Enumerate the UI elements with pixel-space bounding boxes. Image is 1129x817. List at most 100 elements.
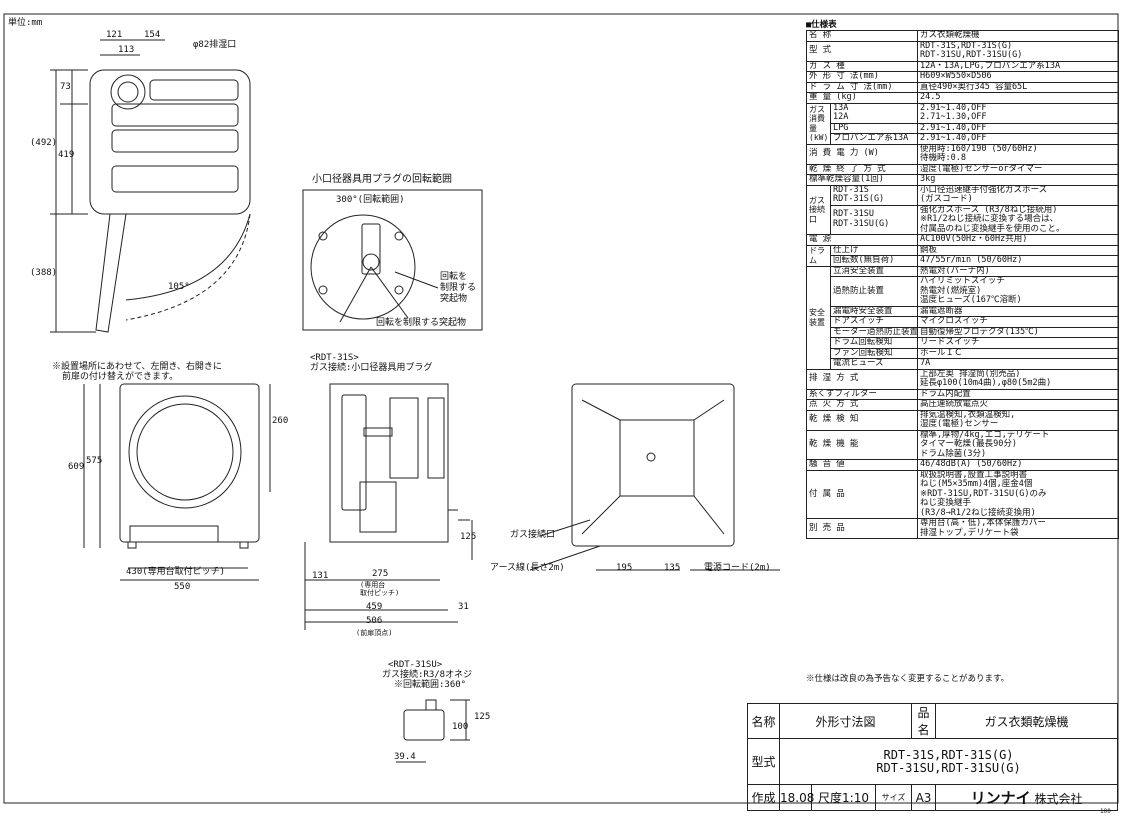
spec-value: ハイリミットスイッチ 熱電対(燃焼室) 温度ヒューズ(167℃溶断) bbox=[917, 276, 1119, 307]
su-caption-3: ※回転範囲:360° bbox=[394, 680, 467, 690]
dim-135: 135 bbox=[664, 563, 681, 573]
spec-value: 上部左奥 排湿筒(別売品) 延長φ100(10m4曲),φ80(5m2曲) bbox=[917, 368, 1119, 390]
units-label: 単位:mm bbox=[8, 18, 43, 28]
spec-row: 外 形 寸 法(mm)H609×W550×D506 bbox=[806, 71, 1119, 83]
spec-row: 標準乾燥容量(1回)3kg bbox=[806, 174, 1119, 186]
plug-label-a-1: 回転を bbox=[440, 272, 468, 282]
spec-value: 2.91~1.40,OFF bbox=[917, 122, 1119, 134]
spec-key: 標準乾燥容量(1回) bbox=[806, 174, 918, 186]
dim-31: 31 bbox=[458, 602, 469, 612]
spec-value: 小口径迅速継手付強化ガスホース (ガスコード) bbox=[917, 184, 1119, 206]
spec-key: 型 式 bbox=[806, 40, 918, 62]
spec-row: 乾 燥 終 了 方 式湿度(電極)センサーorタイマー bbox=[806, 163, 1119, 175]
spec-key: 重 量 (kg) bbox=[806, 92, 918, 104]
plug-box bbox=[302, 189, 483, 331]
spec-row: 回転数(無負荷)47/55r/min (50/60Hz) bbox=[807, 255, 1119, 267]
spec-key: 乾 燥 機 能 bbox=[806, 429, 918, 460]
front-view-body bbox=[89, 69, 251, 215]
spec-row: ド ラ ム 寸 法(mm)直径490×奥行345 容量65L bbox=[806, 81, 1119, 93]
tb-scale-label: 尺度 bbox=[818, 791, 843, 805]
spec-row: RDT-31SU RDT-31SU(G)強化ガスホース (R3/8ねじ接続用) … bbox=[807, 204, 1119, 235]
dim-575: 575 bbox=[86, 456, 103, 466]
spec-value: ガス衣類乾燥機 bbox=[917, 30, 1119, 42]
dim-550: 550 bbox=[174, 582, 191, 592]
spec-row: 点 火 方 式高圧連続放電点火 bbox=[806, 399, 1119, 411]
spec-value: 標準,厚物/4kg,エコ,デリケート タイマー乾燥(最長90分) ドラム除菌(3… bbox=[917, 429, 1119, 460]
spec-subkey: 立消安全装置 bbox=[830, 265, 918, 277]
dim-492: (492) bbox=[30, 138, 58, 148]
spec-row: 名 称ガス衣類乾燥機 bbox=[806, 30, 1119, 42]
spec-value: 12A・13A,LPG,プロパンエア系13A bbox=[917, 60, 1119, 72]
power-cord-label: 電源コード(2m) bbox=[704, 563, 771, 573]
dim-113: 113 bbox=[118, 45, 135, 55]
dim-609: 609 bbox=[68, 462, 85, 472]
su-caption-1: <RDT-31SU> bbox=[388, 660, 443, 670]
spec-subkey: RDT-31SU RDT-31SU(G) bbox=[830, 204, 918, 235]
spec-value: 強化ガスホース (R3/8ねじ接続用) ※R1/2ねじ接続に変換する場合は、 付… bbox=[917, 204, 1119, 235]
spec-value: 直径490×奥行345 容量65L bbox=[917, 81, 1119, 93]
dim-419: 419 bbox=[58, 150, 75, 160]
plug-label-b: 回転を制限する突起物 bbox=[376, 318, 467, 328]
corner-mark: 100 bbox=[1100, 808, 1111, 815]
spec-key: 外 形 寸 法(mm) bbox=[806, 71, 918, 83]
spec-row: ドラム仕上げ鋼板 bbox=[806, 244, 1119, 267]
tb-size-value: A3 bbox=[911, 784, 937, 811]
spec-value: 3kg bbox=[917, 174, 1119, 186]
spec-row: ドアスイッチマイクロスイッチ bbox=[807, 316, 1119, 328]
spec-value: 専用台(高・低),本体保護カバー 排湿トップ,デリケート袋 bbox=[917, 518, 1119, 539]
spec-row: 排 湿 方 式上部左奥 排湿筒(別売品) 延長φ100(10m4曲),φ80(5… bbox=[806, 368, 1119, 390]
spec-row: 糸くずフィルタードラム内配置 bbox=[806, 388, 1119, 400]
spec-value: リードスイッチ bbox=[917, 337, 1119, 349]
install-note-1: ※設置場所にあわせて、左開き、右開きに bbox=[52, 362, 222, 372]
dim-388: (388) bbox=[30, 268, 58, 278]
dim-154: 154 bbox=[144, 30, 161, 40]
dim-121: 121 bbox=[106, 30, 123, 40]
spec-row: 消 費 電 力 (W)使用時:160/190 (50/60Hz) 待機時:0.8 bbox=[806, 143, 1119, 165]
spec-row: 安全装置立消安全装置熱電対(バーナ内) bbox=[806, 265, 1119, 370]
spec-row: モーター過熱防止装置自動復帰型プロテクタ(135℃) bbox=[807, 326, 1119, 338]
spec-value: 鋼板 bbox=[917, 244, 1119, 256]
dim-506: 506 bbox=[366, 616, 383, 626]
spec-subkey: 13A 12A bbox=[830, 102, 918, 124]
tb-size-label: サイズ bbox=[874, 784, 913, 811]
spec-value: H609×W550×D506 bbox=[917, 71, 1119, 83]
spec-row: 過熱防止装置ハイリミットスイッチ 熱電対(燃焼室) 温度ヒューズ(167℃溶断) bbox=[807, 276, 1119, 307]
spec-key: 乾 燥 終 了 方 式 bbox=[806, 163, 918, 175]
spec-row: 別 売 品専用台(高・低),本体保護カバー 排湿トップ,デリケート袋 bbox=[806, 518, 1119, 539]
dim-275-note-2: 取付ピッチ) bbox=[360, 589, 400, 597]
brand-logo: リンナイ bbox=[970, 789, 1031, 807]
su-detail bbox=[403, 709, 445, 741]
spec-value: 47/55r/min (50/60Hz) bbox=[917, 255, 1119, 267]
gas-connection-label: ガス接続口 bbox=[806, 184, 831, 235]
spec-value: 取扱説明書,設置工事説明書 ねじ(M5×35mm)4個,座金4個 ※RDT-31… bbox=[917, 469, 1119, 519]
tb-scale-value: 1:10 bbox=[842, 791, 869, 805]
dim-430: 430(専用台取付ピッチ) bbox=[126, 567, 226, 577]
dim-459: 459 bbox=[366, 602, 383, 612]
tb-model-value: RDT-31S,RDT-31S(G) RDT-31SU,RDT-31SU(G) bbox=[778, 738, 1119, 785]
spec-key: ド ラ ム 寸 法(mm) bbox=[806, 81, 918, 93]
plug-range: 300°(回転範囲) bbox=[336, 195, 405, 205]
dim-275-note-1: (専用台 bbox=[360, 581, 386, 589]
spec-subkey: モーター過熱防止装置 bbox=[830, 326, 918, 338]
spec-subkey: 漏電時安全装置 bbox=[830, 305, 918, 317]
side-view bbox=[329, 383, 449, 543]
spec-value: 高圧連続放電点火 bbox=[917, 399, 1119, 411]
side-caption-2: ガス接続:小口径器具用プラグ bbox=[310, 363, 433, 373]
plug-label-a-2: 制限する bbox=[440, 283, 477, 293]
spec-note: ※仕様は改良の為予告なく変更することがあります。 bbox=[806, 674, 1010, 684]
dim-195: 195 bbox=[616, 563, 633, 573]
tb-made-value: 18.08 bbox=[779, 784, 814, 811]
tb-name-label: 名称 bbox=[747, 703, 780, 739]
spec-value: ドラム内配置 bbox=[917, 388, 1119, 400]
spec-value: 自動復帰型プロテクタ(135℃) bbox=[917, 326, 1119, 338]
spec-row: 重 量 (kg)24.5 bbox=[806, 92, 1119, 104]
spec-subkey: ドアスイッチ bbox=[830, 316, 918, 328]
